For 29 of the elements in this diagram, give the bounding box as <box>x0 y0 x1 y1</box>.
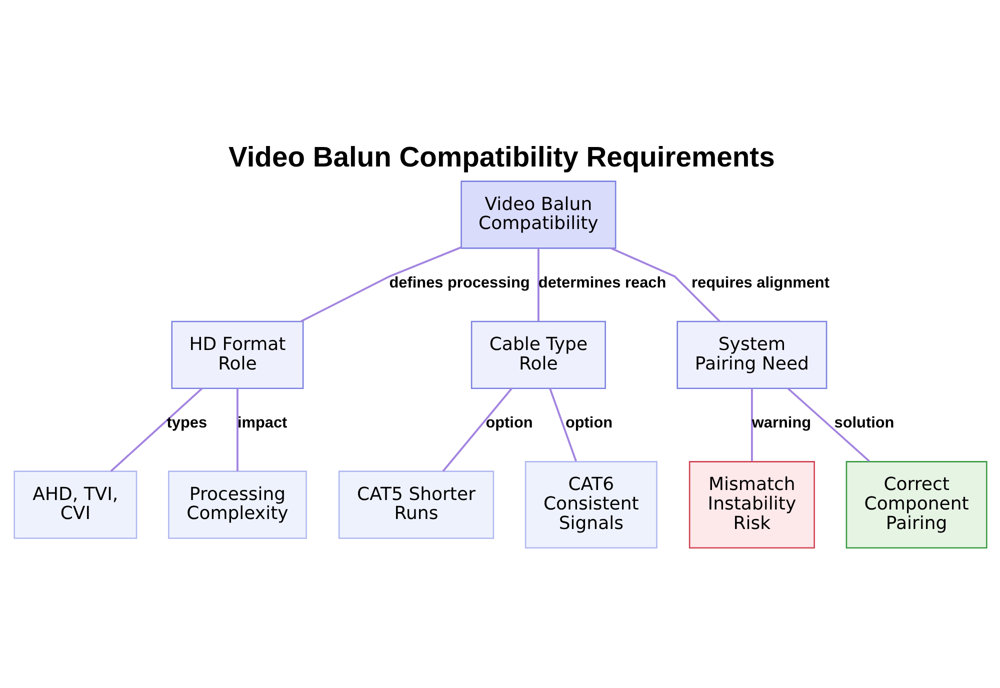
connector <box>300 246 462 322</box>
node-box: Processing Complexity <box>168 470 306 539</box>
node-box: HD Format Role <box>170 320 304 390</box>
connector <box>610 247 720 322</box>
node-box: Video Balun Compatibility <box>460 180 616 249</box>
node-box: AHD, TVI, CVI <box>13 470 137 539</box>
edge-label: defines processing <box>388 274 530 292</box>
connector <box>750 388 752 462</box>
edge-label: determines reach <box>538 274 666 292</box>
edge-label: option <box>564 414 612 432</box>
diagram-title: Video Balun Compatibility Requirements <box>228 140 774 173</box>
node-box: Mismatch Instability Risk <box>688 461 814 548</box>
node-box: System Pairing Need <box>676 320 827 390</box>
connector <box>236 388 238 472</box>
node-box: Cable Type Role <box>470 320 606 390</box>
edge-label: solution <box>834 414 894 432</box>
connector <box>536 248 539 322</box>
connector <box>548 388 576 462</box>
node-box: CAT5 Shorter Runs <box>338 470 494 539</box>
edge-label: option <box>485 414 532 432</box>
connector <box>110 388 202 472</box>
node-box: Correct Component Pairing <box>845 461 987 548</box>
node-box: CAT6 Consistent Signals <box>524 461 657 548</box>
edge-label: requires alignment <box>690 274 829 292</box>
edge-label: impact <box>236 414 287 432</box>
connector <box>786 388 870 462</box>
connector <box>442 388 512 472</box>
edge-label: warning <box>751 414 811 432</box>
edge-label: types <box>166 414 207 432</box>
